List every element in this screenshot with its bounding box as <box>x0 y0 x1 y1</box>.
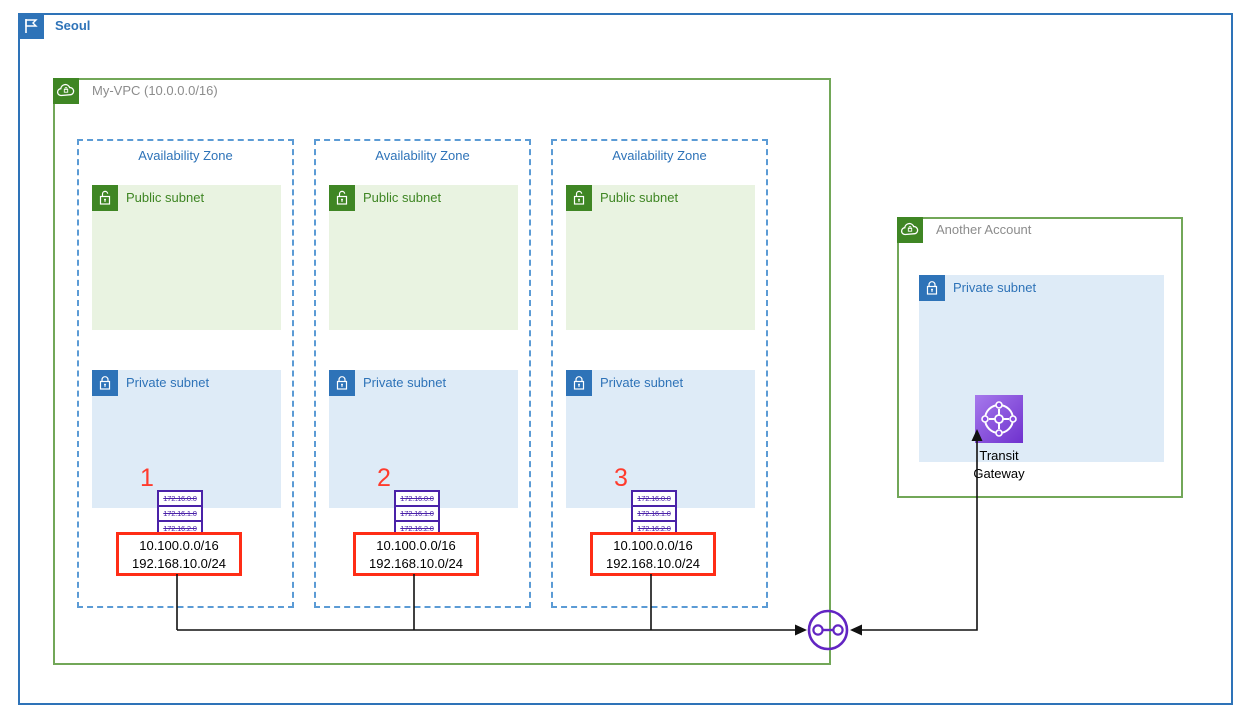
vpc-group: My-VPC (10.0.0.0/16) <box>53 78 831 665</box>
public-subnet-label: Public subnet <box>600 190 679 205</box>
private-subnet-label: Private subnet <box>126 375 210 390</box>
route-cidr-line: 10.100.0.0/16 <box>613 538 693 553</box>
lock-open-icon <box>573 190 585 205</box>
lock-closed-icon <box>336 376 348 390</box>
route-cidr-line: 10.100.0.0/16 <box>376 538 456 553</box>
lock-open-icon <box>336 190 348 205</box>
private-subnet: Private subnet <box>329 370 518 508</box>
public-subnet-icon-box <box>92 185 118 211</box>
route-cidr-line: 192.168.10.0/24 <box>132 556 226 571</box>
lock-closed-icon <box>926 281 938 295</box>
public-subnet: Public subnet <box>92 185 281 330</box>
private-subnet: Private subnet <box>92 370 281 508</box>
flag-icon <box>25 19 38 33</box>
region-seoul-group: Seoul <box>18 13 1233 705</box>
vpc-cloud-lock-icon <box>56 83 75 97</box>
public-subnet: Public subnet <box>329 185 518 330</box>
private-subnet-icon-box <box>329 370 355 396</box>
route-cidr-line: 192.168.10.0/24 <box>606 556 700 571</box>
route-cidr-box: 10.100.0.0/16 192.168.10.0/24 <box>116 532 242 576</box>
transit-gateway-icon <box>975 395 1023 443</box>
public-subnet-icon-box <box>566 185 592 211</box>
lock-open-icon <box>99 190 111 205</box>
vpc-cloud-lock-icon <box>900 222 919 236</box>
private-subnet-label: Private subnet <box>363 375 447 390</box>
public-subnet: Public subnet <box>566 185 755 330</box>
transit-gateway-glyph <box>981 401 1017 437</box>
transit-gateway-label: Transit Gateway <box>935 447 1063 483</box>
route-cidr-line: 10.100.0.0/16 <box>139 538 219 553</box>
another-account-group: Another Account Private subnet <box>897 217 1183 498</box>
availability-zone-2: Availability Zone Public subnet Private … <box>314 139 531 608</box>
private-subnet-icon-box <box>919 275 945 301</box>
az-label: Availability Zone <box>375 148 470 163</box>
transit-gateway-label-line1: Transit <box>979 448 1019 463</box>
az-label: Availability Zone <box>138 148 233 163</box>
az-number-badge: 1 <box>140 464 154 492</box>
public-subnet-icon-box <box>329 185 355 211</box>
private-subnet-label: Private subnet <box>953 280 1037 295</box>
account-title: Another Account <box>936 222 1032 237</box>
public-subnet-label: Public subnet <box>363 190 442 205</box>
region-title: Seoul <box>55 18 91 33</box>
private-subnet-label: Private subnet <box>600 375 684 390</box>
lock-closed-icon <box>573 376 585 390</box>
vpc-icon-box <box>53 78 79 104</box>
lock-closed-icon <box>99 376 111 390</box>
az-label: Availability Zone <box>612 148 707 163</box>
account-icon-box <box>897 217 923 243</box>
region-icon-box <box>18 13 44 39</box>
private-subnet: Private subnet <box>566 370 755 508</box>
account-private-subnet: Private subnet Transit Gateway <box>919 275 1164 481</box>
az-number-badge: 3 <box>614 464 628 492</box>
route-cidr-box: 10.100.0.0/16 192.168.10.0/24 <box>590 532 716 576</box>
availability-zone-1: Availability Zone Public subnet Private … <box>77 139 294 608</box>
private-subnet-icon-box <box>92 370 118 396</box>
transit-gateway-label-line2: Gateway <box>973 466 1025 481</box>
private-subnet-icon-box <box>566 370 592 396</box>
route-cidr-line: 192.168.10.0/24 <box>369 556 463 571</box>
route-cidr-box: 10.100.0.0/16 192.168.10.0/24 <box>353 532 479 576</box>
vpc-title: My-VPC (10.0.0.0/16) <box>92 83 218 98</box>
availability-zone-3: Availability Zone Public subnet Private … <box>551 139 768 608</box>
az-number-badge: 2 <box>377 464 391 492</box>
public-subnet-label: Public subnet <box>126 190 205 205</box>
